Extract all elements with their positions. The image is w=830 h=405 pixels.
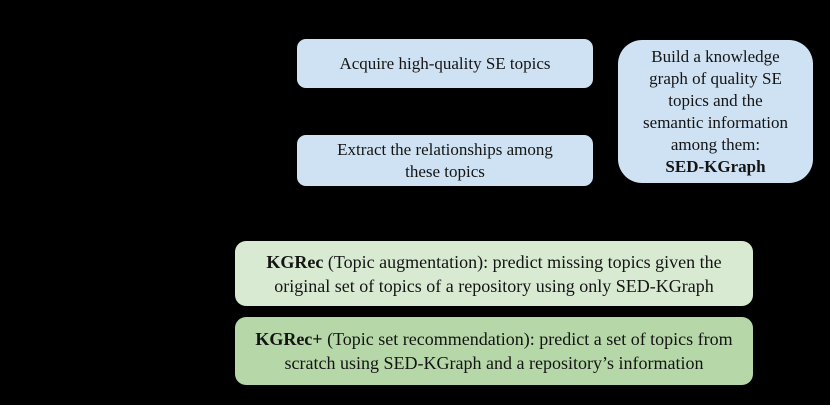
kgrec-plus-line-1-rest: (Topic set recommendation): predict a se… (322, 329, 733, 349)
sed-kgraph-line-5: among them: (670, 134, 761, 154)
kgrec-line-1-rest: (Topic augmentation): predict missing to… (323, 251, 722, 272)
sed-kgraph-line-2: graph of quality SE (649, 68, 782, 88)
model-box-kgrec: KGRec (Topic augmentation): predict miss… (235, 241, 753, 306)
kgrec-plus-description-line-1: KGRec+ (Topic set recommendation): predi… (255, 327, 732, 351)
step-box-extract-relationships: Extract the relationships among these to… (297, 135, 593, 186)
model-box-kgrec-plus: KGRec+ (Topic set recommendation): predi… (235, 317, 753, 385)
extract-relationships-line-2: these topics (405, 161, 485, 181)
outcome-box-sed-kgraph: Build a knowledge graph of quality SE to… (618, 40, 813, 183)
kgrec-model-name: KGRec (266, 251, 324, 272)
sed-kgraph-line-4: semantic information (643, 112, 788, 132)
extract-relationships-line-1: Extract the relationships among (337, 139, 553, 159)
step-box-acquire-topics: Acquire high-quality SE topics (297, 39, 593, 88)
kgrec-description-line-1: KGRec (Topic augmentation): predict miss… (266, 250, 721, 274)
sed-kgraph-line-3: topics and the (668, 90, 763, 110)
kgrec-plus-description-line-2: scratch using SED-KGraph and a repositor… (284, 353, 704, 373)
kgrec-description-line-2: original set of topics of a repository u… (274, 275, 714, 296)
kgrec-plus-model-name: KGRec+ (255, 329, 323, 349)
sed-kgraph-name: SED-KGraph (665, 156, 766, 176)
sed-kgraph-line-1: Build a knowledge (651, 46, 780, 66)
acquire-topics-label: Acquire high-quality SE topics (339, 53, 551, 73)
